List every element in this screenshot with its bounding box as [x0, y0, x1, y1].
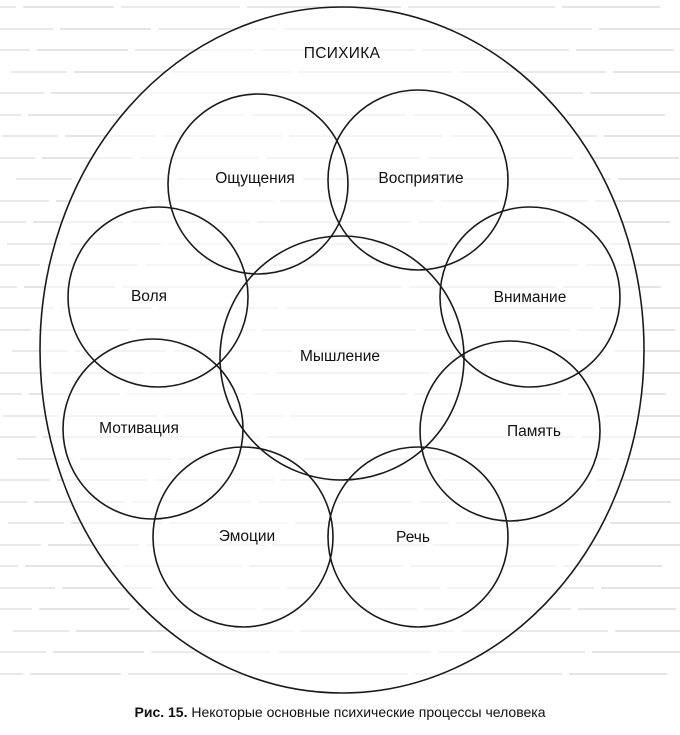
label-vnimanie: Внимание: [494, 289, 567, 306]
label-pamyat: Память: [507, 423, 561, 440]
label-vospriyatie: Восприятие: [378, 170, 463, 187]
caption-text: Некоторые основные психические процессы …: [191, 704, 546, 720]
psyche-diagram: ПСИХИКА Ощущения Восприятие Воля Внимани…: [39, 6, 645, 694]
figure-caption: Рис. 15. Некоторые основные психические …: [0, 704, 680, 720]
circle-pamyat: [419, 340, 601, 522]
circle-volya: [67, 206, 249, 388]
label-oshchushcheniya: Ощущения: [215, 170, 295, 187]
label-volya: Воля: [131, 288, 167, 305]
circle-vospriyatie: [327, 89, 509, 271]
label-emotsii: Эмоции: [219, 528, 275, 545]
outer-circle-psyche: [39, 6, 645, 694]
circle-rech: [327, 446, 509, 628]
caption-figure-number: Рис. 15.: [134, 704, 188, 720]
circle-myshlenie: [219, 235, 465, 481]
label-myshlenie: Мышление: [300, 348, 380, 365]
diagram-title: ПСИХИКА: [304, 45, 381, 62]
circle-vnimanie: [439, 206, 621, 388]
label-rech: Речь: [396, 529, 430, 546]
label-motivatsiya: Мотивация: [99, 420, 179, 437]
circle-oshchushcheniya: [167, 93, 349, 275]
circle-emotsii: [152, 446, 334, 628]
